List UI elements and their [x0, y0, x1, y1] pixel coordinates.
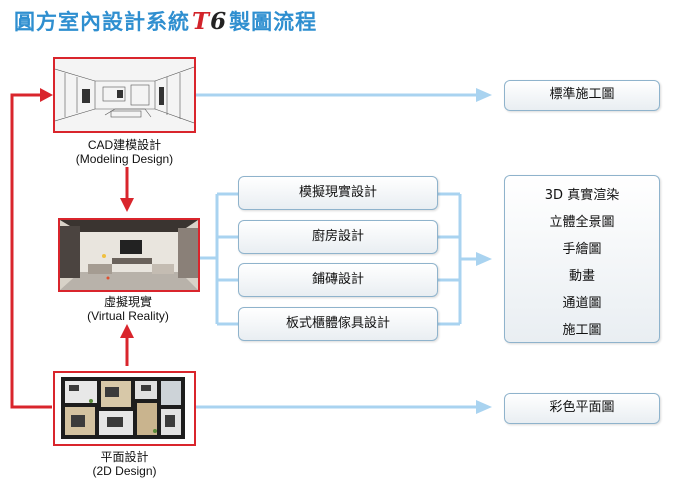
- output-item: 手繪圖: [562, 242, 602, 257]
- red-up-arrowhead: [120, 324, 134, 338]
- blue-arrowhead-middle: [476, 252, 492, 266]
- red-loop-arrowhead: [40, 88, 53, 102]
- process-box-simulation: 模擬現實設計: [238, 176, 438, 210]
- vr-caption: 虛擬現實 (Virtual Reality): [53, 295, 203, 323]
- output-box-color-plan: 彩色平面圖: [504, 393, 660, 424]
- red-loop-arrow: [10, 93, 52, 409]
- red-down-arrowhead: [120, 198, 134, 212]
- cad-caption: CAD建模設計 (Modeling Design): [53, 138, 196, 166]
- process-box-cabinet-furniture: 板式櫃體傢具設計: [238, 307, 438, 341]
- vr-label-cn: 虛擬現實: [103, 295, 152, 309]
- output-box-construction-drawing: 標準施工圖: [504, 80, 660, 111]
- output-item: 3D 真實渲染: [544, 188, 620, 203]
- plan-label-en: (2D Design): [92, 464, 157, 478]
- cad-label-cn: CAD建模設計: [87, 138, 162, 152]
- output-item: 通道圖: [562, 296, 602, 311]
- page-title: 圓方室內設計系統T6製圖流程: [14, 6, 317, 36]
- cad-model-thumbnail: [53, 57, 196, 133]
- virtual-reality-thumbnail: [58, 218, 200, 292]
- floor-plan-thumbnail: [53, 371, 196, 446]
- process-box-tiling: 鋪磚設計: [238, 263, 438, 297]
- t6-logo: T6: [192, 8, 228, 35]
- blue-arrowhead-bottom: [476, 400, 492, 414]
- cad-label-en: (Modeling Design): [75, 152, 174, 166]
- vr-label-en: (Virtual Reality): [87, 309, 169, 323]
- output-box-render-list: 3D 真實渲染 立體全景圖 手繪圖 動畫 通道圖 施工圖: [504, 175, 660, 343]
- process-box-kitchen: 廚房設計: [238, 220, 438, 254]
- title-suffix: 製圖流程: [229, 10, 318, 34]
- output-item: 動畫: [568, 269, 595, 284]
- blue-arrowhead-top: [476, 88, 492, 102]
- output-item: 施工圖: [562, 323, 602, 338]
- plan-caption: 平面設計 (2D Design): [53, 450, 196, 478]
- title-prefix: 圓方室內設計系統: [14, 10, 190, 34]
- plan-label-cn: 平面設計: [100, 450, 149, 464]
- output-item: 立體全景圖: [549, 215, 615, 230]
